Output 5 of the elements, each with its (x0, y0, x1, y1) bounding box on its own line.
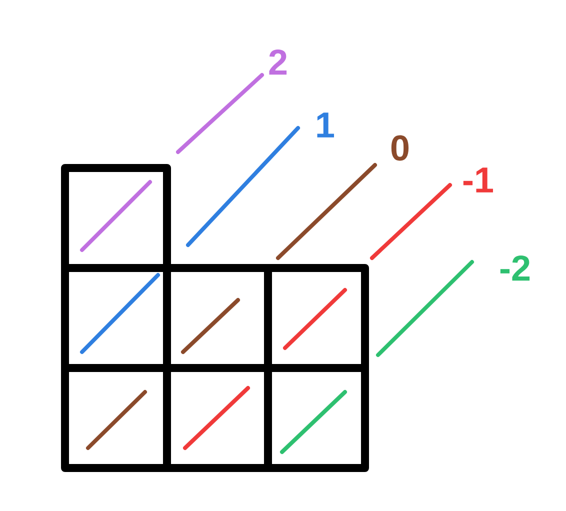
content-label: -2 (500, 255, 530, 281)
content-label: 2 (269, 49, 287, 75)
content-label: 1 (317, 112, 334, 138)
content-label: -1 (463, 168, 493, 192)
content-label: 0 (391, 135, 409, 161)
